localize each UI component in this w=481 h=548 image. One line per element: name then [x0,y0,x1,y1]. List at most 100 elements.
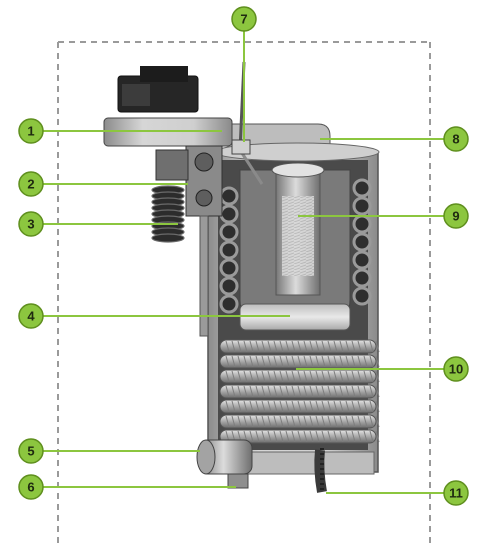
callout-6-label: 6 [27,480,34,495]
coil-turn-left [219,276,239,296]
coil-rib [297,385,302,398]
coil-rib [321,385,326,398]
coil-rib [279,400,284,413]
coil-rib [309,385,314,398]
coil-turn-lower [219,414,377,429]
callout-6-badge [18,474,44,500]
coil-rib [243,415,248,428]
coil-rib [231,415,236,428]
coil-rib [339,430,344,443]
coil-rib [273,385,278,398]
coil-rib [237,355,242,368]
coil-rib [273,415,278,428]
coil-rib [291,370,296,383]
callout-8: 8 [443,126,469,152]
coil-rib [279,385,284,398]
coil-rib [351,370,356,383]
coil-rib [345,430,350,443]
coil-rib [255,400,260,413]
coil-rib [345,400,350,413]
coil-rib [249,415,254,428]
callouts: 1 2 3 4 5 6 7 8 [18,6,469,506]
callout-6: 6 [18,474,44,500]
coil-rib [291,415,296,428]
coil-rib [369,370,374,383]
coil-rib [369,340,374,353]
coil-rib [297,430,302,443]
coil-rib [333,340,338,353]
coil-rib [303,370,308,383]
coil-rib [351,415,356,428]
coil-rib [285,385,290,398]
callout-2: 2 [18,171,44,197]
coil-rib [267,340,272,353]
coil-rib [243,370,248,383]
coil-rib [363,370,368,383]
coil-rib [273,430,278,443]
coil-rib [315,415,320,428]
coil-rib [321,340,326,353]
coil-turn-right [352,286,372,306]
coil-rib [327,355,332,368]
coil-rib [375,415,380,428]
coil-rib [249,340,254,353]
coil-turn-right [352,250,372,270]
coil-rib [351,355,356,368]
callout-7-badge [231,6,257,32]
coil-rib [231,340,236,353]
coil-rib [273,340,278,353]
coil-rib [321,355,326,368]
coil-rib [345,355,350,368]
callout-10-label: 10 [449,362,463,377]
coil-rib [327,430,332,443]
coil-rib [297,400,302,413]
coil-rib [279,340,284,353]
coil-rib [273,400,278,413]
coil-turn-right [352,268,372,288]
top-plate [214,123,380,162]
callout-3-badge [18,211,44,237]
coil-rib [309,370,314,383]
coil-rib [279,355,284,368]
coil-rib [363,430,368,443]
coil-rib [225,400,230,413]
combustion-chamber [239,162,351,319]
callout-9: 9 [443,203,469,229]
coil-rib [243,355,248,368]
coil-rib [255,355,260,368]
coil-rib [237,400,242,413]
coil-rib [315,400,320,413]
coil-turn-right [352,196,372,216]
coil-rib [279,430,284,443]
coil-rib [363,415,368,428]
callout-1-label: 1 [27,124,34,139]
coil-rib [363,385,368,398]
coil-rib [345,340,350,353]
coil-rib [297,415,302,428]
lower-coil [219,339,380,444]
coil-rib [327,415,332,428]
coil-rib [363,400,368,413]
callout-1-badge [18,118,44,144]
coil-rib [351,430,356,443]
coil-rib [291,385,296,398]
callout-9-badge [443,203,469,229]
callout-8-label: 8 [452,132,459,147]
coil-rib [261,400,266,413]
callout-11-label: 11 [449,486,463,501]
coil-rib [333,355,338,368]
coil-rib [321,415,326,428]
coil-rib [249,370,254,383]
flex-hose [151,185,185,243]
coil-rib [273,355,278,368]
coil-rib [261,430,266,443]
coil-rib [225,355,230,368]
coil-rib [345,385,350,398]
coil-rib [297,370,302,383]
coil-rib [297,340,302,353]
coil-turn-left [219,222,239,242]
coil-rib [231,400,236,413]
coil-rib [237,415,242,428]
coil-rib [279,370,284,383]
